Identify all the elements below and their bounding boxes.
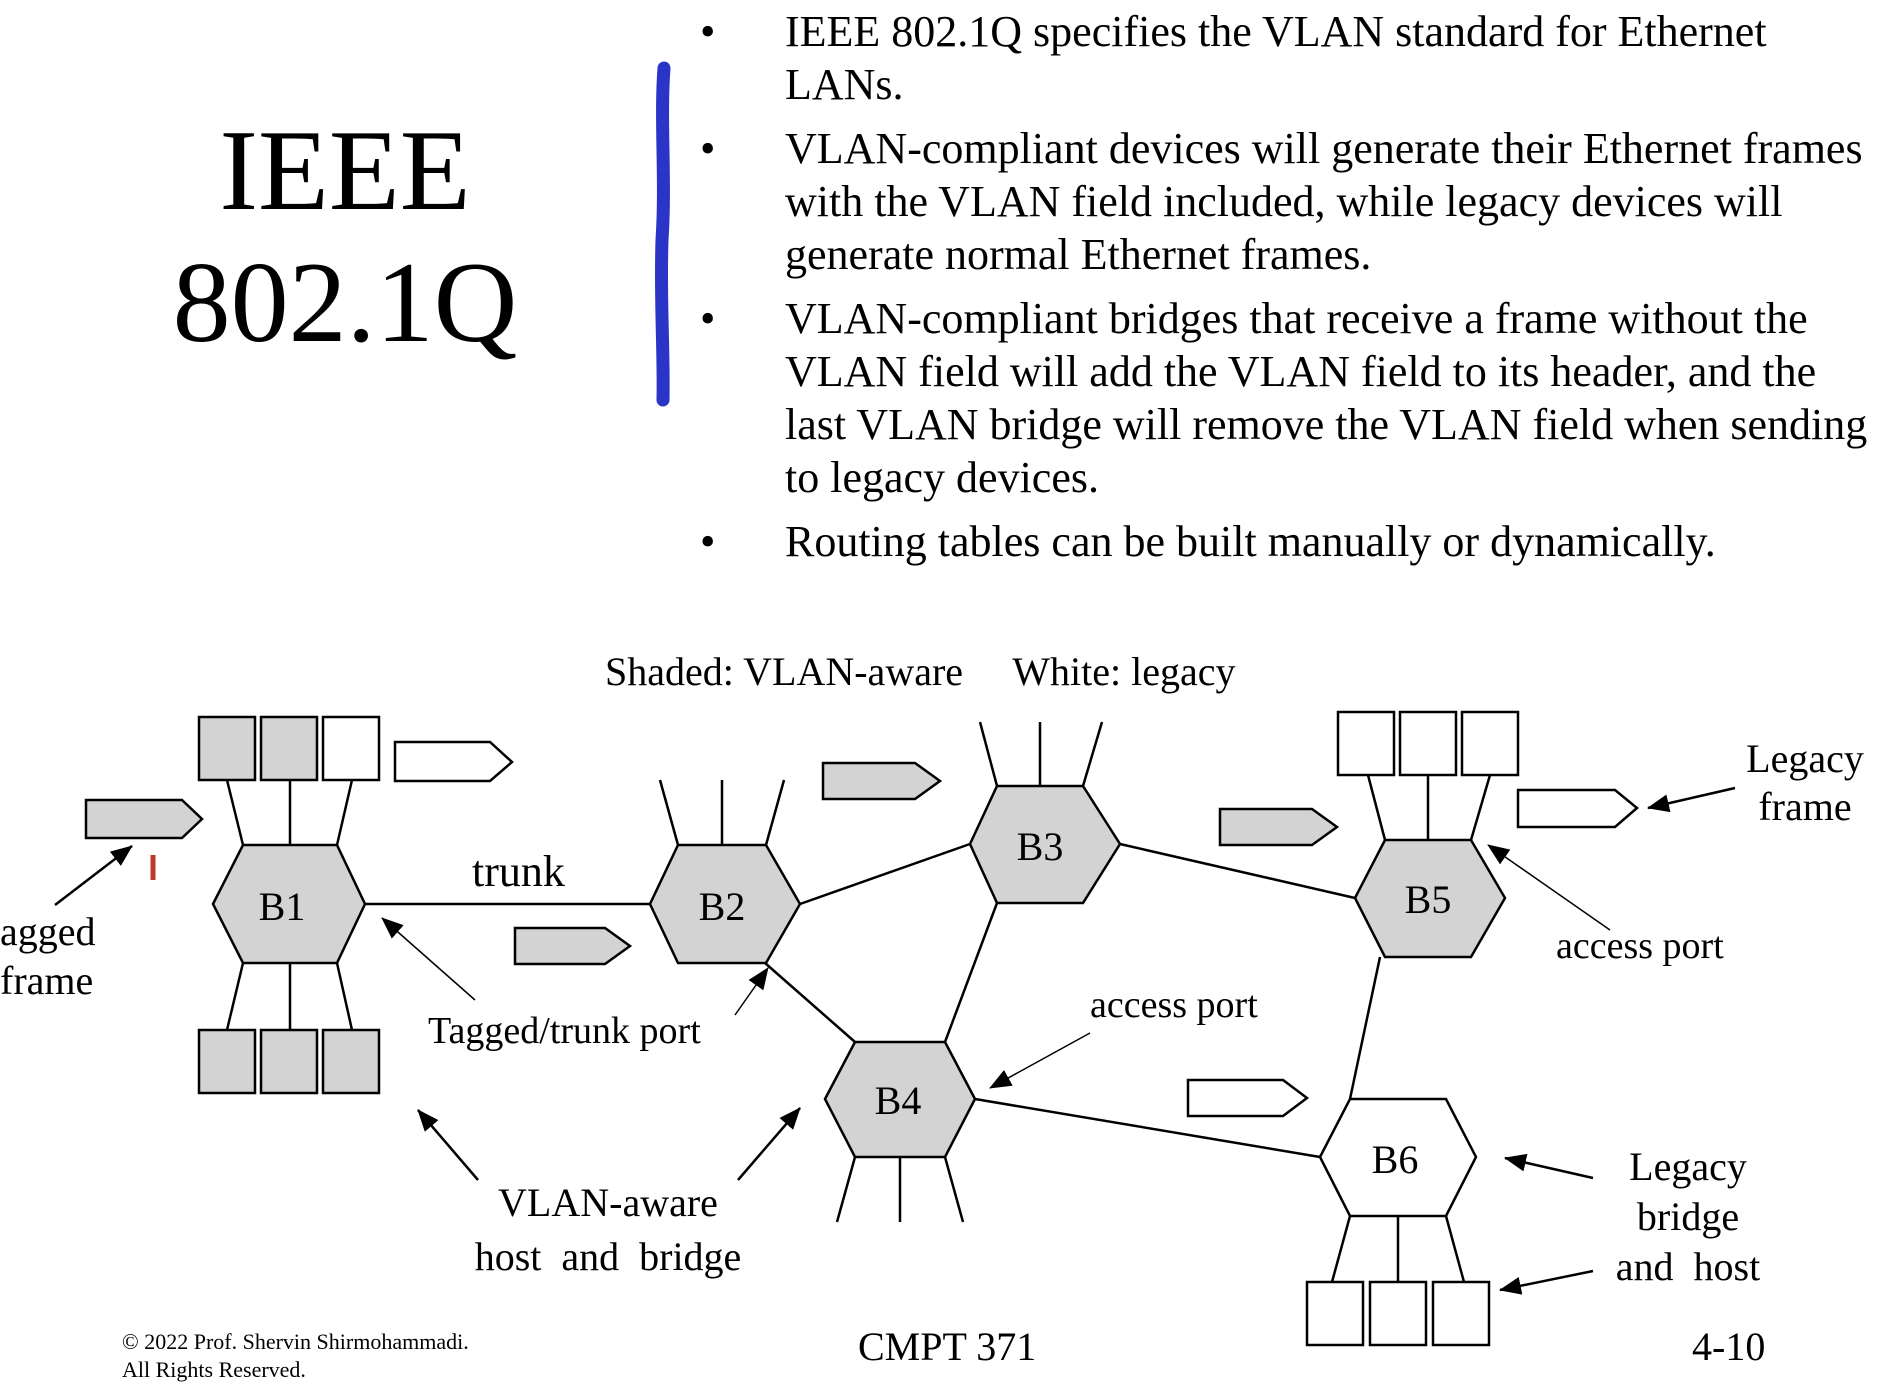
host-box [1305, 1280, 1365, 1347]
arrow-trunk-port-b1 [381, 917, 476, 1001]
label-legacy-frame-2: frame [1758, 784, 1851, 829]
arrow-legacy-frame [1647, 786, 1736, 813]
bridge-label: B1 [259, 884, 306, 929]
frame-tagged-b1-left [84, 798, 204, 840]
host-drop-lines [225, 721, 1492, 1283]
frame-tagged-b1-b2 [513, 926, 633, 966]
annotation-marker-line [654, 61, 671, 407]
bridge-links [365, 842, 1382, 1159]
slide-title: IEEE 802.1Q [150, 105, 540, 369]
arrow-tagged-frame [54, 845, 133, 906]
legend-text: Shaded: VLAN-aware White: legacy [605, 649, 1236, 694]
host-box [1460, 710, 1520, 777]
host-box [1431, 1280, 1491, 1347]
arrow-vlan-aware-host [417, 1109, 479, 1181]
host-box [197, 715, 257, 782]
host-box [259, 1028, 319, 1095]
annotation-arrows [54, 786, 1736, 1295]
link-b4-b6 [974, 1097, 1321, 1159]
bridge-b5: B5 [1353, 838, 1507, 959]
link-b5-b6 [1348, 956, 1382, 1100]
bullet-item: IEEE 802.1Q specifies the VLAN standard … [700, 5, 1880, 111]
label-tagged-trunk-port: Tagged/trunk port [428, 1010, 701, 1052]
footer-copyright: © 2022 Prof. Shervin Shirmohammadi. All … [122, 1328, 469, 1384]
bullet-item: VLAN-compliant devices will generate the… [700, 122, 1880, 281]
arrow-access-port-b4 [989, 1032, 1091, 1089]
bridge-b1: B1 [211, 843, 367, 965]
label-tagged-frame-1: agged [0, 909, 96, 954]
link-b2-b4 [764, 962, 856, 1043]
arrow-access-port-b5 [1487, 844, 1611, 931]
bullet-item: Routing tables can be built manually or … [700, 515, 1880, 568]
label-legacy-bridge-1: Legacy [1629, 1144, 1747, 1189]
label-legacy-bridge-2: bridge [1637, 1194, 1739, 1239]
arrow-trunk-port-b2 [734, 967, 769, 1016]
label-legacy-frame-1: Legacy [1746, 736, 1864, 781]
copyright-line-2: All Rights Reserved. [122, 1357, 306, 1382]
title-line-1: IEEE [219, 107, 471, 235]
frame-legacy-b4-b6 [1186, 1078, 1310, 1118]
bridge-b6: B6 [1318, 1097, 1478, 1218]
frame-legacy-b5-right [1516, 788, 1639, 829]
host-group-b5-top [1336, 710, 1520, 777]
bridge-label: B6 [1372, 1137, 1419, 1182]
bridge-label: B4 [875, 1078, 922, 1123]
bridge-b2: B2 [648, 843, 802, 965]
bridge-b3: B3 [968, 784, 1122, 905]
arrow-vlan-aware-bridge [737, 1107, 801, 1181]
arrow-legacy-bridge [1504, 1153, 1594, 1180]
host-box [321, 1028, 381, 1095]
frame-tagged-b2-b3 [821, 761, 943, 801]
bullet-item: VLAN-compliant bridges that receive a fr… [700, 292, 1880, 504]
host-box [1336, 710, 1396, 777]
bullet-list: IEEE 802.1Q specifies the VLAN standard … [700, 5, 1880, 579]
bridge-label: B5 [1405, 877, 1452, 922]
link-b3-b5 [1119, 842, 1356, 900]
copyright-line-1: © 2022 Prof. Shervin Shirmohammadi. [122, 1329, 469, 1354]
host-group-b6-bottom [1305, 1280, 1491, 1347]
frame-tagged-b3-b5 [1218, 807, 1340, 847]
footer-page-number: 4-10 [1692, 1324, 1766, 1369]
host-box [1398, 710, 1458, 777]
link-b2-b3 [799, 842, 971, 906]
label-vlan-aware-1: VLAN-aware [498, 1180, 718, 1225]
bridge-label: B2 [699, 884, 746, 929]
label-trunk: trunk [472, 847, 565, 896]
bridge-b4: B4 [823, 1040, 977, 1159]
frame-legacy-b1-top [393, 740, 514, 783]
label-access-port-b5: access port [1556, 925, 1724, 967]
arrow-legacy-host [1499, 1269, 1594, 1295]
host-group-b1-bottom [197, 1028, 381, 1095]
host-group-b1-top [197, 715, 381, 782]
label-vlan-aware-2: host and bridge [475, 1234, 742, 1279]
frames [84, 740, 1639, 1118]
host-box [1368, 1280, 1428, 1347]
host-box [321, 715, 381, 782]
label-legacy-bridge-3: and host [1616, 1244, 1760, 1289]
footer-course: CMPT 371 [858, 1324, 1037, 1369]
label-tagged-frame-2: frame [0, 958, 93, 1003]
host-box [197, 1028, 257, 1095]
bridge-label: B3 [1017, 824, 1064, 869]
title-line-2: 802.1Q [172, 239, 518, 367]
label-access-port-b4: access port [1090, 984, 1258, 1026]
host-box [259, 715, 319, 782]
link-b3-b4 [943, 902, 999, 1043]
